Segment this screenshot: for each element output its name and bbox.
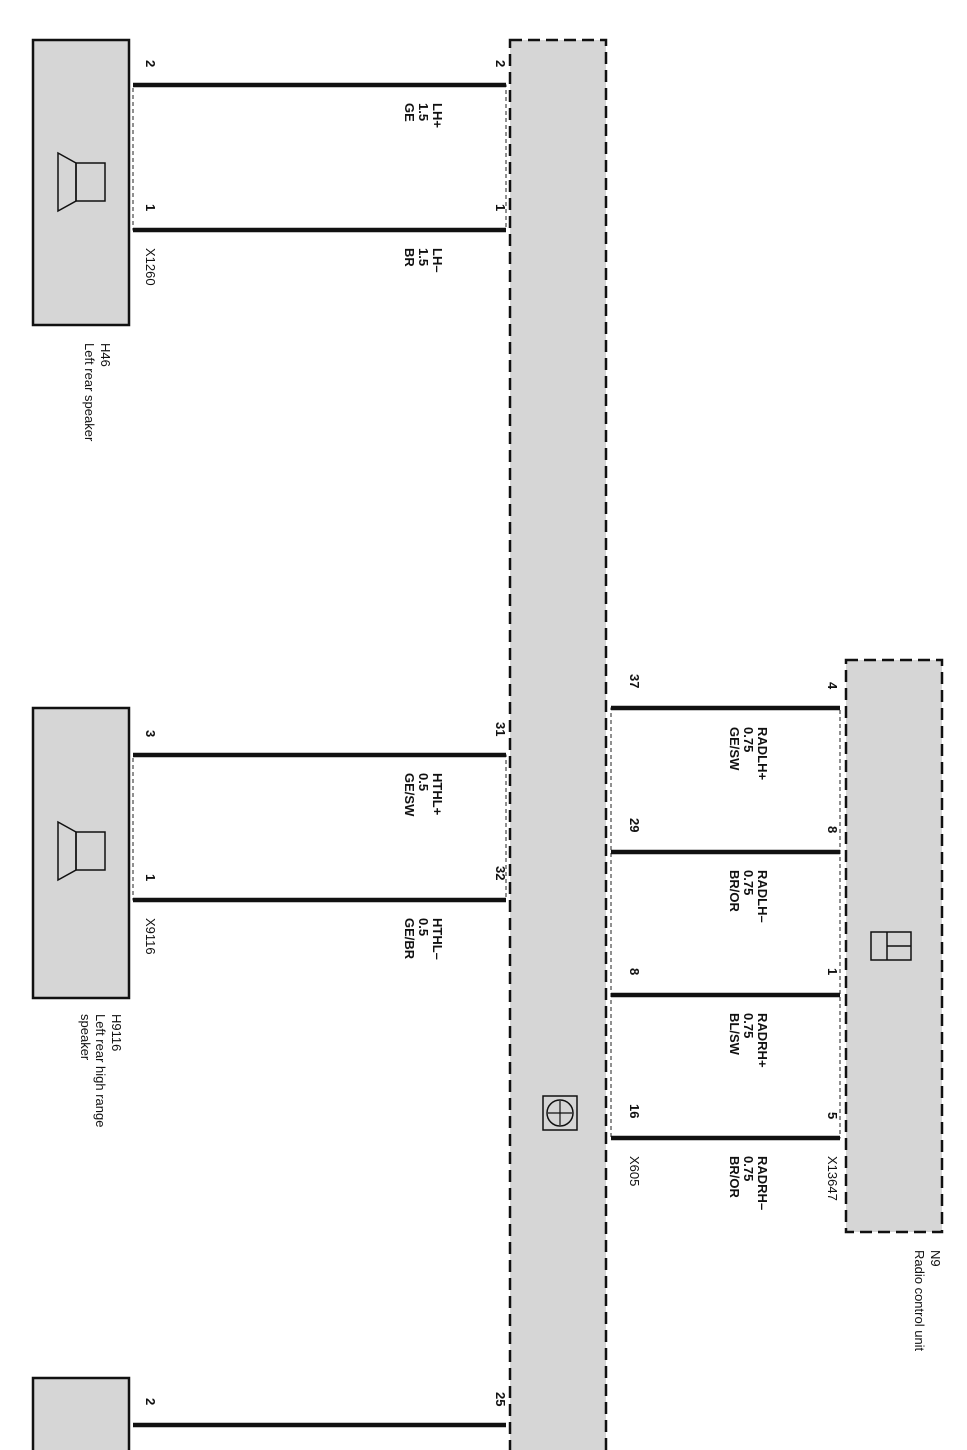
h9116-speaker-icon [57,820,106,882]
h9116-pin-3: 3 [143,730,158,737]
n9-code: N9 [928,1250,943,1267]
harness-pin-1: 1 [493,204,508,211]
wire-radlh-minus-size: 0.75 [741,870,756,895]
lower-component-box [31,1376,131,1450]
h9116-code: H9116 [109,1014,124,1051]
h9116-pin-1: 1 [143,874,158,881]
wire-hthl-minus-signal: HTHL– [430,918,445,960]
h46-connector-outline [132,84,507,231]
radio-pin-4: 4 [825,682,840,690]
wire-radrh-minus-size: 0.75 [741,1156,756,1181]
harness-pin-2: 2 [493,60,508,67]
harness-pin-32: 32 [493,866,508,880]
radio-pin-1: 1 [825,968,840,975]
wire-radrh-minus-signal: RADRH– [755,1156,770,1210]
h9116-connector-outline [132,754,507,901]
radio-unit-icon [870,931,912,961]
harness-connector-id: X605 [627,1156,642,1186]
wire-radrh-plus-size: 0.75 [741,1013,756,1038]
wire-lh-plus-signal: LH+ [430,103,445,128]
radio-connector-id: X13647 [825,1156,840,1201]
radio-connector-outline [610,707,841,1139]
wire-hthl-plus-size: 0.5 [416,773,431,791]
n9-name: Radio control unit [912,1250,927,1352]
harness-pin-37: 37 [627,674,642,688]
wire-lh-minus-size: 1.5 [416,248,431,266]
h46-code: H46 [98,343,113,367]
wire-lh-minus-signal: LH– [430,248,445,273]
harness-pin-29: 29 [627,818,642,832]
h9116-speaker-box [31,706,131,1000]
wire-hthl-plus-signal: HTHL+ [430,773,445,816]
wire-lh-minus-color: BR [402,248,417,267]
wire-radlh-minus-signal: RADLH– [755,870,770,923]
wire-hthl-minus-size: 0.5 [416,918,431,936]
harness-pin-16: 16 [627,1104,642,1118]
harness-pin-31: 31 [493,722,508,736]
h9116-name-line1: Left rear high range [93,1014,108,1127]
wires-right [611,705,840,1141]
harness-pin-8: 8 [627,968,642,975]
h46-name: Left rear speaker [82,343,97,442]
radio-pin-8: 8 [825,826,840,833]
gateway-symbol-icon [542,1095,578,1131]
h46-pin-1: 1 [143,204,158,211]
h46-speaker-box [31,38,131,327]
wire-radlh-minus-color: BR/OR [727,870,742,913]
harness-block [508,38,608,1450]
radio-pin-5: 5 [825,1112,840,1119]
wires-left [133,82,506,1428]
h9116-name-line2: speaker [78,1014,93,1061]
wire-radlh-plus-size: 0.75 [741,727,756,752]
lower-pin-2: 2 [143,1398,158,1405]
h46-connector-id: X1260 [143,248,158,286]
wire-radrh-plus-signal: RADRH+ [755,1013,770,1068]
h46-speaker-icon [57,151,106,213]
wire-lh-plus-size: 1.5 [416,103,431,121]
wire-hthl-plus-color: GE/SW [402,773,417,817]
wire-radlh-plus-signal: RADLH+ [755,727,770,780]
wire-radlh-plus-color: GE/SW [727,727,742,771]
wire-radrh-minus-color: BR/OR [727,1156,742,1199]
h9116-connector-id: X9116 [143,918,158,955]
harness-pin-25: 25 [493,1392,508,1406]
wire-radrh-plus-color: BL/SW [727,1013,742,1056]
wire-lh-plus-color: GE [402,103,417,122]
h46-pin-2: 2 [143,60,158,67]
wire-hthl-minus-color: GE/BR [402,918,417,960]
